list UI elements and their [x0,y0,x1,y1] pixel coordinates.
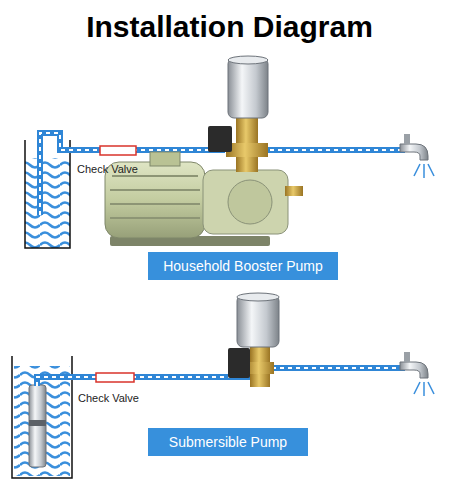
pressure-tank [228,58,268,118]
water-spray [414,382,434,396]
faucet [400,362,428,378]
pressure-tank-top [237,293,279,301]
part-label: Check Valve [77,163,138,175]
drain-plug [285,186,303,196]
faucet [400,144,428,160]
motor-fins [110,176,200,218]
pump-head [203,170,288,234]
band-text: Submersible Pump [169,434,287,450]
pressure-switch [208,126,232,152]
pressure-switch [228,348,250,378]
pump-intake [29,420,46,426]
submersible-pump [29,385,46,467]
check-valve [96,373,134,382]
diagram-title: Installation Diagram [0,10,459,44]
pressure-tank [237,295,279,347]
pipe [37,377,250,386]
water [25,158,70,248]
pipe-dash [37,377,250,386]
band-text: Household Booster Pump [163,258,323,274]
pressure-tank-top [228,56,268,64]
check-valve [100,146,136,155]
pipe-dash [262,149,405,151]
pump-type-band: Submersible Pump [148,428,308,456]
water [14,366,70,476]
pump-type-band: Household Booster Pump [148,252,338,280]
pipe [272,365,405,371]
pipe-dash [272,367,405,369]
pump-volute [228,180,272,224]
terminal-box [150,152,180,166]
brass-tee [246,362,274,374]
water-spray [414,164,434,178]
part-label: Check Valve [78,392,139,404]
water-tank [25,140,70,248]
pipe [262,147,405,153]
faucet-handle [404,352,410,362]
brass-tee [226,143,268,157]
faucet-handle [404,134,410,144]
